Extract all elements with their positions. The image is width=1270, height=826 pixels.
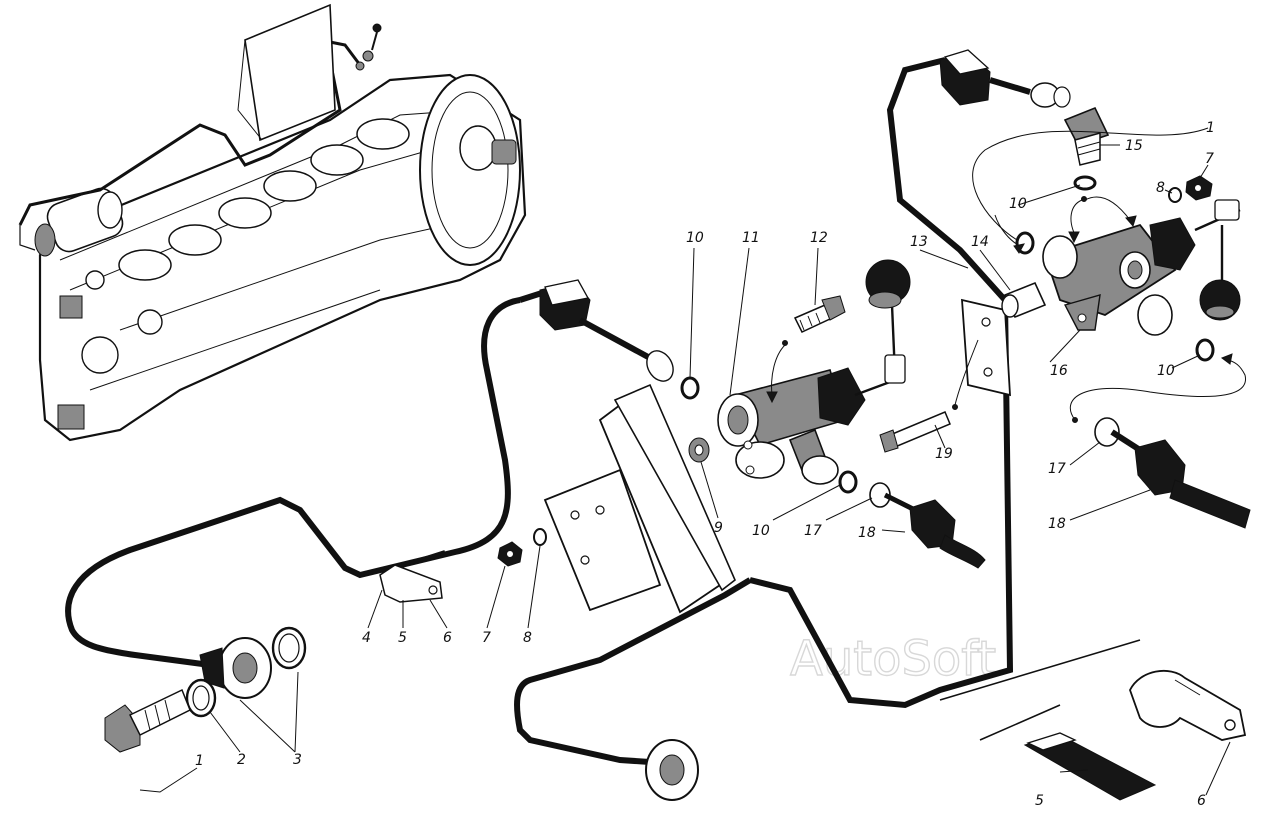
washer-10-mid	[680, 376, 858, 494]
lower-left-pipe	[65, 279, 674, 753]
callout-6: 6	[443, 630, 452, 646]
top-bolt	[355, 23, 382, 71]
callout-5-br: 5	[1035, 793, 1044, 809]
callout-14: 14	[971, 234, 989, 250]
rubber-pad-5	[1023, 732, 1157, 801]
callout-4: 4	[362, 630, 371, 646]
clip-5-6	[379, 550, 446, 603]
callout-5: 5	[398, 630, 407, 646]
banjo-fitting-bottom	[645, 739, 699, 801]
banjo-bolt-1	[104, 688, 191, 753]
fitting-17-18-mid	[869, 482, 986, 569]
bellhousing	[419, 74, 521, 266]
washers-3	[271, 626, 307, 670]
callout-8-tr: 8	[1156, 180, 1165, 196]
callout-1: 1	[195, 753, 204, 769]
callout-13: 13	[910, 234, 928, 250]
bracket-plate-13	[961, 298, 1011, 397]
washer-9	[688, 437, 710, 463]
drain-valve-right	[1194, 199, 1241, 321]
callout-12: 12	[810, 230, 828, 246]
leader-lines	[139, 127, 1231, 796]
assembly-arrows	[766, 196, 1247, 423]
callout-10-r: 10	[1157, 363, 1175, 379]
mounting-bracket	[543, 383, 736, 614]
callout-17-r: 17	[1048, 461, 1066, 477]
lower-mid-pipe	[514, 57, 1014, 801]
washer-2	[185, 678, 217, 718]
washer-8	[533, 528, 547, 546]
fitting-17-18-right	[1094, 417, 1251, 529]
callout-10-tr: 10	[1009, 196, 1027, 212]
starter-motor	[34, 187, 124, 257]
section-lines	[939, 639, 1141, 741]
callout-16: 16	[1050, 363, 1068, 379]
callout-11: 11	[742, 230, 760, 246]
callout-17-m: 17	[804, 523, 822, 539]
upper-right-fitting	[939, 49, 1071, 108]
callout-10-b: 10	[752, 523, 770, 539]
callout-19: 19	[935, 446, 953, 462]
drain-valve-handle	[854, 259, 911, 397]
callout-15: 15	[1125, 138, 1143, 154]
callout-1-tr: 1	[1206, 120, 1215, 136]
washer-8-right	[1168, 187, 1182, 203]
pipe-clip-6	[1129, 669, 1247, 741]
callout-7: 7	[482, 630, 491, 646]
cross-fitting-16	[1042, 217, 1196, 336]
watermark: AutoSoft	[790, 631, 996, 687]
callout-6-br: 6	[1197, 793, 1206, 809]
callout-2: 2	[237, 752, 246, 768]
callout-18-m: 18	[858, 525, 876, 541]
callout-3: 3	[293, 752, 302, 768]
spacer-14	[1001, 281, 1047, 319]
callout-7-tr: 7	[1205, 151, 1214, 167]
nut-7	[497, 541, 523, 567]
block-mounts	[57, 270, 163, 430]
oil-filter-bracket	[237, 3, 336, 142]
upper-union-nut	[539, 279, 674, 382]
banjo-fitting-lower	[199, 637, 272, 699]
callout-8: 8	[523, 630, 532, 646]
plug-15	[1063, 106, 1110, 166]
cylinder-bores	[118, 118, 410, 281]
bolt-12	[793, 295, 846, 333]
callout-18-r: 18	[1048, 516, 1066, 532]
nut-7-right	[1185, 175, 1213, 201]
callout-labels: 1 2 3 4 5 6 7 8 9 10 10 11 12 13 14 15 1…	[195, 120, 1215, 809]
tee-fitting-11	[717, 367, 866, 485]
engine-block	[18, 3, 527, 442]
callout-10-a: 10	[686, 230, 704, 246]
bolt-19	[879, 411, 951, 453]
callout-9: 9	[714, 520, 723, 536]
